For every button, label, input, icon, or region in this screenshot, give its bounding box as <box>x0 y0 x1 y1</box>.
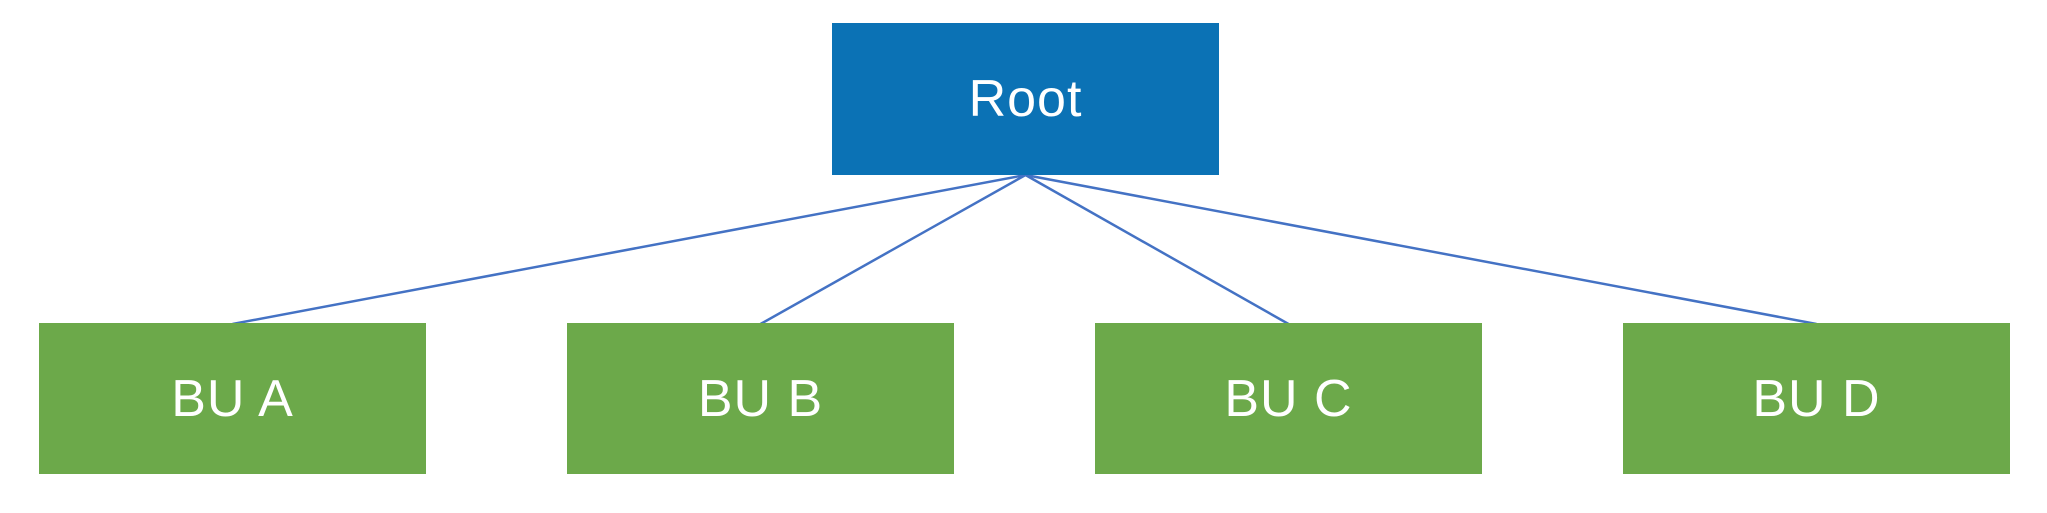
node-bu-a: BU A <box>39 323 426 474</box>
connector-root-to-bu-d <box>1025 173 1817 326</box>
connector-root-to-bu-a <box>232 173 1026 326</box>
node-bu-d: BU D <box>1623 323 2010 474</box>
node-bu-c-label: BU C <box>1224 369 1353 428</box>
node-bu-b: BU B <box>567 323 954 474</box>
node-root-label: Root <box>968 70 1083 128</box>
connector-root-to-bu-b <box>759 173 1027 326</box>
node-bu-d-label: BU D <box>1752 369 1881 428</box>
node-bu-b-label: BU B <box>697 369 824 428</box>
connector-root-to-bu-c <box>1024 173 1290 326</box>
node-root: Root <box>832 23 1219 175</box>
node-bu-a-label: BU A <box>171 369 294 428</box>
node-bu-c: BU C <box>1095 323 1482 474</box>
